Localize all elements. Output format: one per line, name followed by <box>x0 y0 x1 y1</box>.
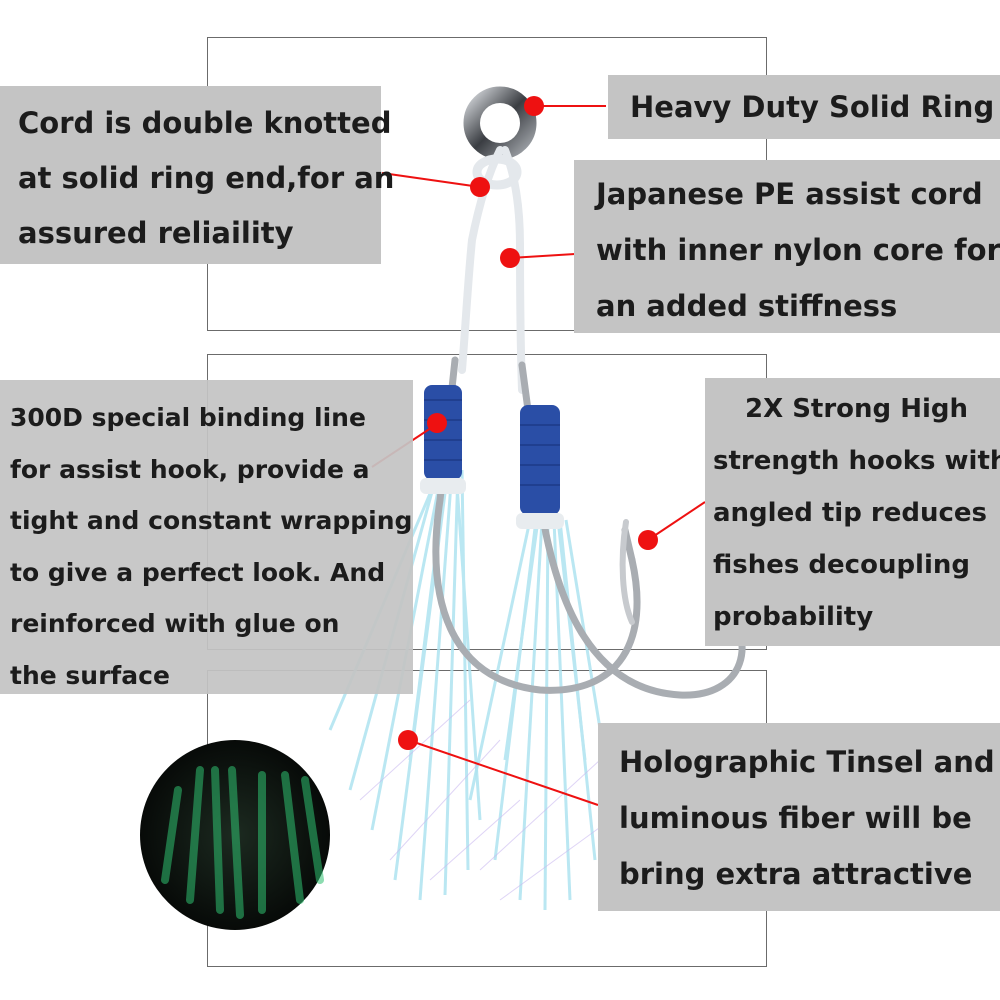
callout-hooks-line-5: probability <box>713 602 874 632</box>
callout-hooks-line-4: fishes decoupling <box>713 550 971 580</box>
callout-pe-line-1: Japanese PE assist cord <box>596 177 983 211</box>
binding-wrap-left <box>424 385 462 480</box>
assist-hook-icon <box>432 356 746 699</box>
luminous-fiber-glow-photo <box>140 740 330 930</box>
marker-dot-hook <box>638 530 658 550</box>
assist-cord <box>458 146 526 394</box>
callout-tinsel-line-1: Holographic Tinsel and <box>619 745 995 779</box>
marker-dot-binding <box>427 413 447 433</box>
callout-ring-line-1: Heavy Duty Solid Ring <box>630 90 995 124</box>
marker-dot-ring <box>524 96 544 116</box>
marker-dot-knot <box>470 177 490 197</box>
callout-binding-line-6: the surface <box>10 660 170 690</box>
binding-wrap-right <box>520 405 560 515</box>
callout-tinsel-line-3: bring extra attractive <box>619 857 973 891</box>
callout-holographic-tinsel: Holographic Tinsel and luminous fiber wi… <box>598 723 1000 911</box>
callout-binding-line-5: reinforced with glue on <box>10 609 340 638</box>
tinsel-skirt-right <box>468 519 612 911</box>
callout-solid-ring: Heavy Duty Solid Ring <box>608 75 1000 139</box>
callout-hooks-line-1: 2X Strong High <box>745 394 968 424</box>
callout-hooks-line-3: angled tip reduces <box>713 498 987 528</box>
hook-point-right <box>619 519 635 625</box>
callout-strong-hooks: 2X Strong High strength hooks with angle… <box>705 378 1000 646</box>
callout-cord-knot: Cord is double knotted at solid ring end… <box>0 86 395 264</box>
callout-cord-line-2: at solid ring end,for an <box>18 161 395 195</box>
callout-binding-line-1: 300D special binding line <box>10 403 366 432</box>
callout-cord-line-1: Cord is double knotted <box>18 106 392 140</box>
callout-pe-line-2: with inner nylon core for <box>596 233 1000 267</box>
callout-pe-cord: Japanese PE assist cord with inner nylon… <box>574 160 1000 333</box>
callout-binding-line-3: tight and constant wrapping <box>10 506 413 535</box>
callout-tinsel-line-2: luminous fiber will be <box>619 801 972 835</box>
callout-binding-line: 300D special binding line for assist hoo… <box>0 380 413 694</box>
callout-binding-line-4: to give a perfect look. And <box>10 557 386 587</box>
marker-dot-tinsel <box>398 730 418 750</box>
callout-binding-line-2: for assist hook, provide a <box>10 454 370 484</box>
callout-cord-line-3: assured reliaility <box>18 216 294 250</box>
callout-hooks-line-2: strength hooks with <box>713 446 1000 476</box>
marker-dot-cord <box>500 248 520 268</box>
callout-pe-line-3: an added stiffness <box>596 289 898 323</box>
solid-ring-icon <box>463 86 537 160</box>
